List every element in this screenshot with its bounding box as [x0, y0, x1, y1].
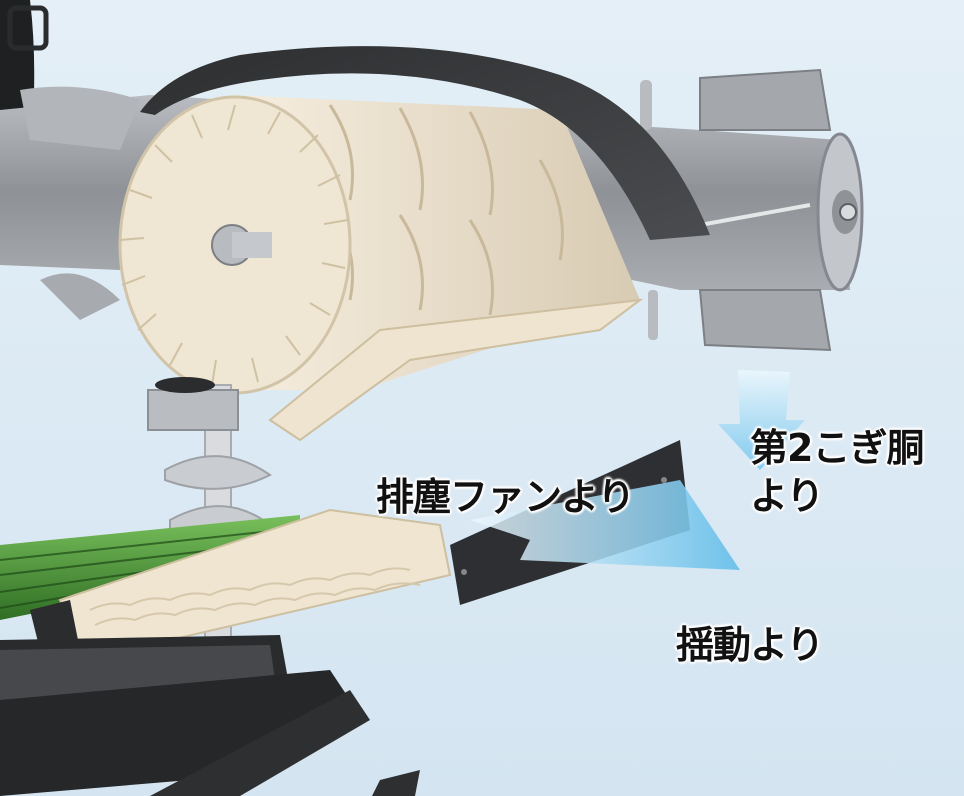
exhaust-fan [118, 95, 644, 442]
fan-cover [140, 46, 710, 240]
arrow-from-fan [470, 480, 740, 570]
label-from-second-drum: 第2こぎ胴 より [750, 424, 924, 520]
label-from-second-drum-line2: より [750, 474, 824, 518]
airflow-arrows [470, 370, 805, 570]
label-from-shaking: 揺動より [676, 623, 824, 667]
label-from-exhaust-fan: 排塵ファンより [376, 475, 635, 519]
arrow-from-second-drum [718, 370, 805, 470]
second-drum-end [640, 68, 864, 352]
lower-pans [0, 670, 420, 796]
label-from-second-drum-line1: 第2こぎ胴 [750, 426, 924, 470]
